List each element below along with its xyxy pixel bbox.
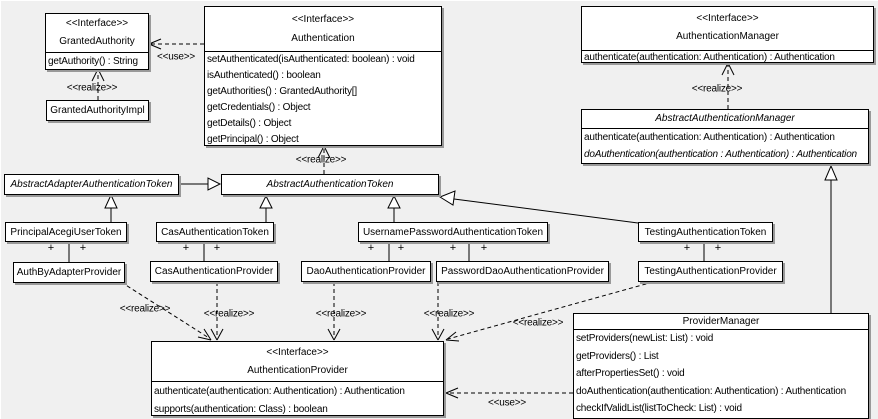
realize-abstract-manager-to-authentication-manager-edge	[721, 62, 735, 109]
association-end-plus: +	[213, 242, 221, 254]
generalization-principal-token-to-adapter-token	[104, 193, 118, 222]
realize-granted-authority-impl-edge	[91, 68, 105, 100]
edge-label-realize: <<realize>>	[295, 154, 347, 166]
class-abstract-adapter-authentication-token: AbstractAdapterAuthenticationToken	[4, 174, 179, 195]
method: authenticate(authentication: Authenticat…	[584, 52, 835, 63]
edge-label-realize: <<realize>>	[119, 303, 171, 315]
edge-label-realize: <<realize>>	[512, 317, 564, 329]
association-end-plus: +	[79, 242, 87, 254]
class-name: UsernamePasswordAuthenticationToken	[362, 226, 544, 238]
realize-dao-provider-to-authentication-provider-edge	[327, 282, 341, 341]
edge-label-realize: <<realize>>	[423, 308, 475, 320]
class-name: GrantedAuthorityImpl	[50, 105, 145, 116]
class-name: DaoAuthenticationProvider	[306, 266, 426, 277]
class-name: AbstractAdapterAuthenticationToken	[10, 179, 173, 190]
method: getAuthorities() : GrantedAuthority[]	[207, 86, 357, 97]
class-testing-authentication-provider: TestingAuthenticationProvider	[638, 261, 783, 282]
class-username-password-authentication-token: UsernamePasswordAuthenticationToken	[358, 222, 548, 242]
association-end-plus: +	[714, 242, 722, 254]
realize-passworddao-provider-to-authentication-provider-edge	[431, 282, 445, 341]
class-testing-authentication-token: TestingAuthenticationToken	[638, 222, 773, 242]
edge-label-use: <<use>>	[487, 397, 527, 409]
class-granted-authority-impl: GrantedAuthorityImpl	[46, 100, 149, 121]
method: isAuthenticated() : boolean	[207, 70, 321, 81]
class-granted-authority: <<Interface>> GrantedAuthority getAuthor…	[45, 13, 149, 70]
class-name: AbstractAuthenticationToken	[266, 179, 394, 190]
class-name: PrincipalAcegiUserToken	[10, 226, 122, 238]
class-password-dao-authentication-provider: PasswordDaoAuthenticationProvider	[436, 261, 609, 282]
class-cas-authentication-provider: CasAuthenticationProvider	[150, 261, 278, 282]
class-dao-authentication-provider: DaoAuthenticationProvider	[301, 261, 431, 282]
stereotype-label: <<Interface>>	[266, 347, 329, 358]
class-cas-authentication-token: CasAuthenticationToken	[156, 222, 274, 242]
realize-cas-provider-to-authentication-provider-edge	[210, 282, 224, 341]
class-name: CasAuthenticationProvider	[154, 266, 274, 277]
use-authentication-to-granted-authority	[148, 38, 204, 50]
class-name: GrantedAuthority	[59, 36, 135, 47]
edge-label-use: <<use>>	[156, 51, 196, 63]
class-name: AuthByAdapterProvider	[16, 267, 122, 278]
method: afterPropertiesSet() : void	[576, 368, 685, 380]
generalization-testing-token-to-abstract-token	[438, 190, 639, 224]
method: getPrincipal() : Object	[207, 134, 299, 145]
class-authentication-manager: <<Interface>> AuthenticationManager auth…	[581, 6, 874, 63]
edge-label-realize: <<realize>>	[203, 308, 255, 320]
use-provider-manager-to-authentication-provider-edge	[445, 387, 573, 399]
method: authenticate(authentication: Authenticat…	[154, 386, 405, 397]
class-principal-acegi-user-token: PrincipalAcegiUserToken	[5, 222, 127, 242]
class-abstract-authentication-manager: AbstractAuthenticationManager authentica…	[581, 109, 869, 164]
class-name: AbstractAuthenticationManager	[582, 110, 868, 129]
class-authentication-provider: <<Interface>> AuthenticationProvider aut…	[151, 341, 444, 416]
edge-label-realize: <<realize>>	[66, 82, 118, 94]
association-end-plus: +	[397, 242, 405, 254]
stereotype-label: <<Interface>>	[696, 13, 759, 24]
method: setAuthenticated(isAuthenticated: boolea…	[207, 54, 415, 65]
class-auth-by-adapter-provider: AuthByAdapterProvider	[13, 262, 125, 283]
method: getCredentials() : Object	[207, 102, 311, 113]
stereotype-label: <<Interface>>	[65, 18, 129, 29]
class-name: AuthenticationProvider	[247, 365, 348, 376]
generalization-provider-manager-to-abstract-manager	[824, 164, 838, 313]
method: getDetails() : Object	[207, 118, 292, 129]
method: supports(authentication: Class) : boolea…	[154, 404, 328, 415]
association-end-plus: +	[449, 242, 457, 254]
method-abstract: doAuthentication(authentication : Authen…	[584, 149, 857, 160]
method: doAuthentication(authentication: Authent…	[576, 385, 846, 397]
class-name: TestingAuthenticationProvider	[644, 266, 777, 277]
class-name: AuthenticationManager	[676, 31, 779, 42]
generalization-username-token-to-abstract-token	[387, 194, 401, 222]
method: getAuthority() : String	[48, 56, 138, 67]
method: getProviders() : List	[576, 350, 659, 362]
generalization-cas-token-to-abstract-token	[259, 194, 273, 222]
association-end-plus: +	[683, 242, 691, 254]
method: setProviders(newList: List) : void	[576, 333, 714, 344]
class-abstract-authentication-token: AbstractAuthenticationToken	[221, 174, 439, 195]
generalization-adapter-token-to-abstract-token	[179, 177, 222, 191]
class-provider-manager: ProviderManager setProviders(newList: Li…	[573, 313, 869, 419]
edge-label-realize: <<realize>>	[315, 308, 367, 320]
association-end-plus: +	[182, 242, 190, 254]
class-name: CasAuthenticationToken	[161, 226, 269, 238]
method: checkIfValidList(listToCheck: List) : vo…	[576, 403, 742, 415]
class-name: TestingAuthenticationToken	[644, 226, 767, 238]
edge-label-realize: <<realize>>	[691, 83, 743, 95]
realize-testing-provider-to-authentication-provider-edge	[445, 281, 654, 342]
realize-authbyadapter-to-authentication-provider-edge	[120, 281, 212, 341]
association-end-plus: +	[47, 242, 55, 254]
class-name: ProviderManager	[574, 314, 868, 330]
stereotype-label: <<Interface>>	[291, 14, 355, 25]
association-end-plus: +	[480, 242, 488, 254]
class-name: Authentication	[291, 33, 355, 44]
realize-abstract-token-to-authentication-edge	[317, 145, 331, 174]
class-authentication: <<Interface>> Authentication setAuthenti…	[204, 6, 442, 146]
association-end-plus: +	[367, 242, 375, 254]
class-name: PasswordDaoAuthenticationProvider	[441, 266, 604, 277]
method: authenticate(authentication: Authenticat…	[584, 132, 835, 143]
